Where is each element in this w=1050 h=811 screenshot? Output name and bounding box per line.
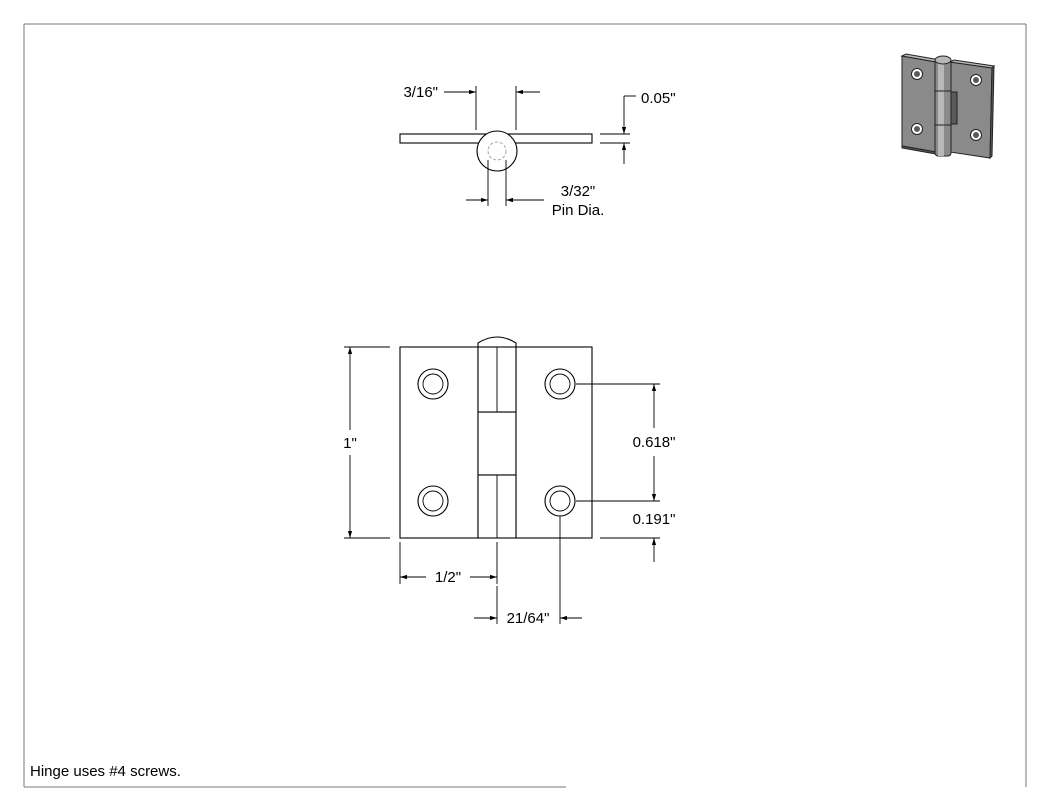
pin-head	[477, 336, 517, 347]
dimension-hole-spacing: 0.618"	[576, 383, 676, 502]
dimension-pin-diameter-caption: Pin Dia.	[552, 202, 605, 219]
screw-hole-bottom-right	[544, 485, 576, 517]
screw-hole-top-left	[417, 368, 449, 400]
screw-hole-bottom-left	[417, 485, 449, 517]
dimension-leaf-width-label: 1/2"	[435, 569, 461, 586]
dimension-leaf-gap: 3/16"	[403, 84, 540, 130]
knuckle-middle	[477, 411, 517, 476]
dimension-leaf-width: 1/2"	[399, 542, 498, 586]
isometric-hinge-view	[900, 53, 996, 160]
dimension-height-label: 1"	[343, 435, 357, 452]
dimension-hole-offset: 21/64"	[474, 516, 582, 627]
dimension-height: 1"	[343, 346, 390, 539]
dimension-leaf-thickness-label: 0.05"	[641, 90, 676, 107]
dimension-hole-edge-offset: 0.191"	[600, 511, 675, 562]
dimension-hole-edge-offset-label: 0.191"	[633, 511, 676, 528]
dimension-pin-diameter: 3/32" Pin Dia.	[466, 160, 604, 219]
dimension-pin-diameter-label: 3/32"	[561, 183, 596, 200]
dimension-hole-offset-label: 21/64"	[507, 610, 550, 627]
end-view: 3/16" 0.05" 3/32" Pin Dia.	[399, 84, 676, 219]
knuckle-end-view	[476, 130, 518, 172]
dimension-hole-spacing-label: 0.618"	[633, 434, 676, 451]
sheet-border	[23, 23, 1027, 788]
pin-hidden-line	[487, 141, 507, 161]
drawing-note: Hinge uses #4 screws.	[30, 763, 181, 780]
screw-hole-top-right	[544, 368, 576, 400]
dimension-leaf-thickness: 0.05"	[600, 90, 676, 164]
dimension-leaf-gap-label: 3/16"	[403, 84, 438, 101]
front-view: 1" 0.618" 0.191" 1/2"	[343, 336, 676, 627]
